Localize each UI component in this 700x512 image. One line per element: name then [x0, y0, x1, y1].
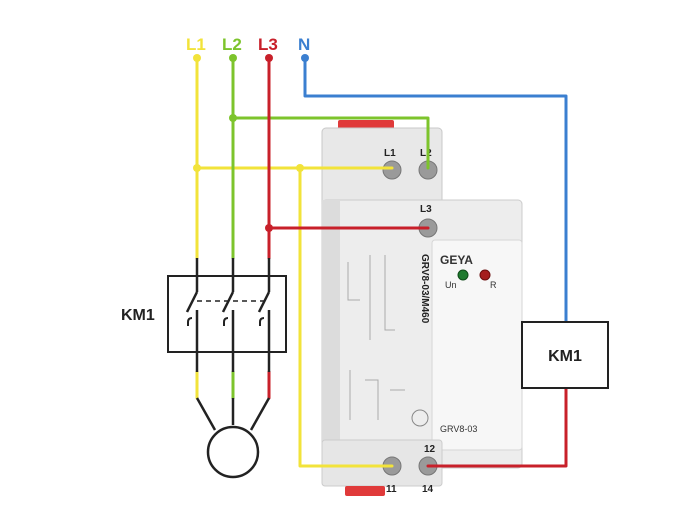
dot-l1-tap — [193, 164, 201, 172]
relay-side-schematic — [347, 255, 405, 420]
screw-l1 — [382, 160, 402, 180]
motor-leads — [195, 397, 271, 431]
dot-l3-top — [265, 54, 273, 62]
contact-hooks — [187, 317, 265, 326]
terminal-label-l2: L2 — [420, 148, 432, 159]
contactor-box — [167, 275, 287, 353]
dot-l1-top — [193, 54, 201, 62]
terminal-label-12: 12 — [424, 444, 436, 455]
motor-icon — [206, 425, 260, 479]
dot-n-top — [301, 54, 309, 62]
label-l3: L3 — [258, 35, 278, 54]
relay-front-panel — [431, 239, 523, 451]
coil-km1: KM1 — [521, 321, 609, 389]
wire-l1-to-11 — [298, 166, 394, 468]
terminal-label-l3: L3 — [420, 204, 432, 215]
contactor-label: KM1 — [121, 307, 155, 324]
coil-box — [521, 321, 609, 389]
dot-l1-branch — [296, 164, 304, 172]
wire-l2-tap — [231, 116, 430, 170]
terminal-label-l1: L1 — [384, 148, 396, 159]
led-un — [457, 269, 469, 281]
dot-l2-top — [229, 54, 237, 62]
terminal-label-11: 11 — [386, 484, 397, 495]
led-un-label: Un — [445, 280, 457, 290]
terminal-label-14: 14 — [422, 484, 434, 495]
contactor-km1: KM1 — [121, 275, 287, 353]
relay-side-rail — [322, 200, 340, 468]
label-n: N — [298, 35, 310, 54]
label-l2: L2 — [222, 35, 242, 54]
relay-brand: GEYA — [440, 253, 473, 267]
contact-blades — [185, 291, 271, 313]
led-r-label: R — [490, 280, 497, 290]
relay-device: L1 L2 L3 12 11 14 GEYA GRV8-03 GRV8-03/M… — [321, 120, 523, 496]
label-l1: L1 — [186, 35, 206, 54]
led-r — [479, 269, 491, 281]
relay-model-front: GRV8-03 — [440, 424, 477, 434]
junctions — [193, 54, 309, 232]
wire-14-to-coil — [426, 386, 568, 468]
wire-n — [303, 56, 568, 324]
relay-bottom-clip — [345, 486, 385, 496]
cert-badge-icon — [411, 409, 429, 427]
dot-l2-tap — [229, 114, 237, 122]
dot-l3-tap — [265, 224, 273, 232]
relay-model-vertical: GRV8-03/M460 — [419, 254, 430, 324]
coil-label: KM1 — [548, 348, 582, 365]
